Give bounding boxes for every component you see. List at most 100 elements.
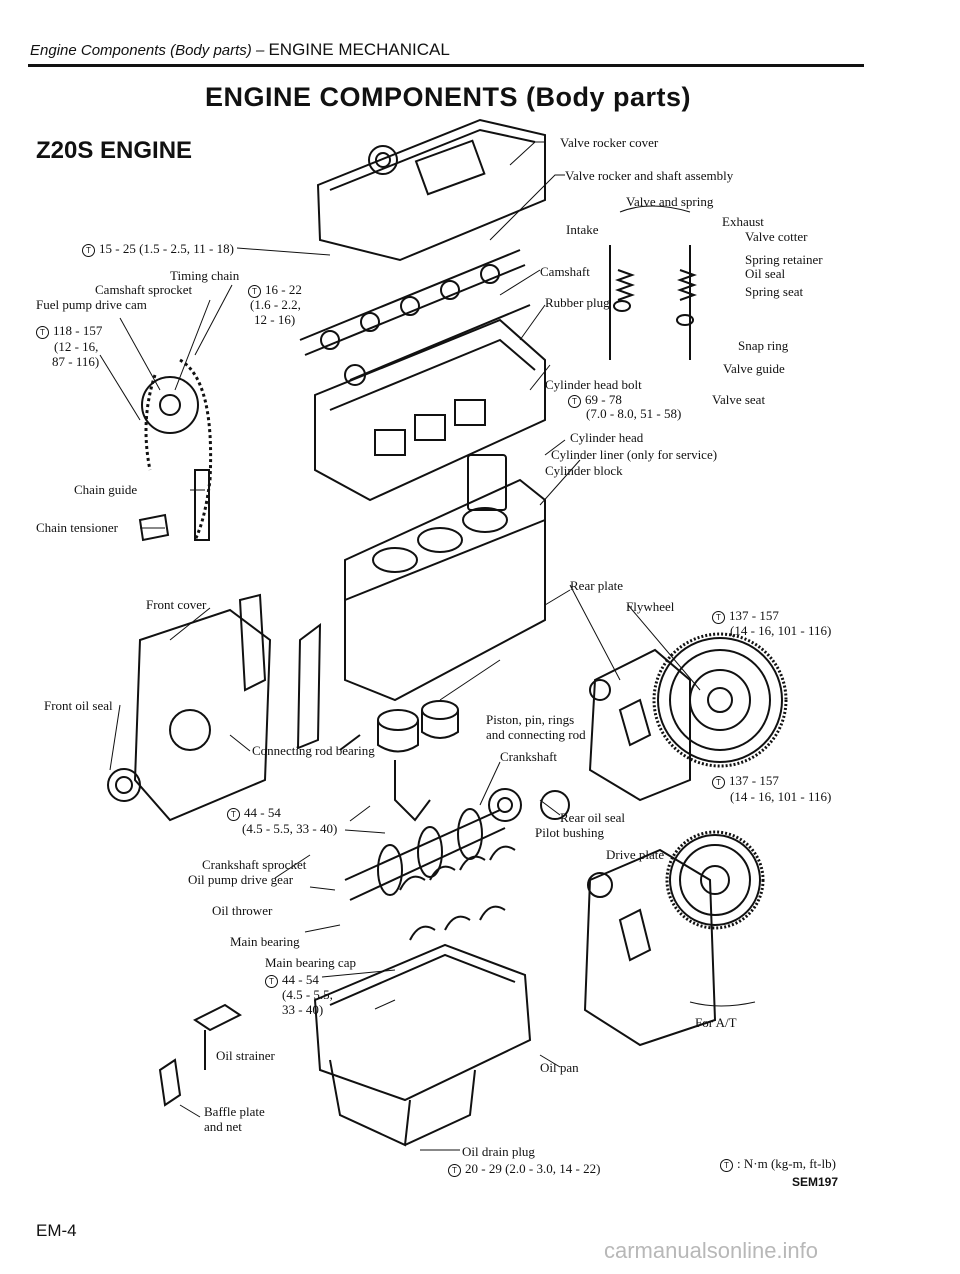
- torque-drive-plate-b: (14 - 16, 101 - 116): [730, 789, 832, 804]
- torque-legend: T: N·m (kg-m, ft-lb): [720, 1156, 836, 1172]
- torque-flywheel-b: (14 - 16, 101 - 116): [730, 623, 832, 638]
- label-snap-ring: Snap ring: [738, 338, 789, 353]
- label-fuel-pump-drive-cam: Fuel pump drive cam: [36, 297, 147, 312]
- label-oil-thrower: Oil thrower: [212, 903, 273, 918]
- rear-plate-drawing: [588, 648, 691, 802]
- label-cylinder-head: Cylinder head: [570, 430, 644, 445]
- figure-code: SEM197: [792, 1175, 839, 1189]
- torque-head-bolt-units: (7.0 - 8.0, 51 - 58): [586, 406, 682, 421]
- label-valve-guide: Valve guide: [723, 361, 785, 376]
- label-cylinder-block: Cylinder block: [545, 463, 623, 478]
- label-rear-oil-seal: Rear oil seal: [560, 810, 625, 825]
- header-rule: [28, 64, 864, 67]
- label-rear-plate: Rear plate: [570, 578, 624, 593]
- torque-icon: T: [36, 325, 49, 339]
- page-number: EM-4: [36, 1221, 77, 1240]
- label-valve-rocker-cover: Valve rocker cover: [560, 135, 659, 150]
- label-valve-cotter: Valve cotter: [745, 229, 808, 244]
- label-chain-guide: Chain guide: [74, 482, 138, 497]
- torque-main-cap-c: 33 - 40): [282, 1002, 324, 1017]
- label-valve-seat: Valve seat: [712, 392, 766, 407]
- page-header: Engine Components (Body parts) – ENGINE …: [30, 40, 450, 60]
- main-bearing-drawing: [399, 845, 516, 941]
- label-main-bearing-cap: Main bearing cap: [265, 955, 356, 970]
- label-camshaft-sprocket: Camshaft sprocket: [95, 282, 193, 297]
- cylinder-block-drawing: [344, 478, 546, 702]
- label-valve-and-spring: Valve and spring: [626, 194, 714, 209]
- oil-pan-drawing: [313, 943, 532, 1147]
- torque-icon: T: [448, 1163, 461, 1177]
- valve-rocker-cover-drawing: [316, 118, 546, 262]
- cylinder-head-drawing: [314, 318, 546, 502]
- label-baffle-1: Baffle plate: [204, 1104, 265, 1119]
- valve-spring-drawing: [609, 245, 697, 360]
- label-spring-retainer: Spring retainer: [745, 252, 823, 267]
- label-oil-pan: Oil pan: [540, 1060, 579, 1075]
- torque-cam-sprocket-b: (12 - 16,: [54, 339, 99, 354]
- label-connecting-rod-bearing: Connecting rod bearing: [252, 743, 375, 758]
- label-oil-strainer: Oil strainer: [216, 1048, 275, 1063]
- torque-icon: T: [712, 775, 725, 789]
- label-drive-plate: Drive plate: [606, 847, 665, 862]
- label-crankshaft-sprocket: Crankshaft sprocket: [202, 857, 307, 872]
- torque-rocker-shaft-c: 12 - 16): [254, 312, 296, 327]
- drive-plate-drawing: [583, 830, 765, 1047]
- watermark: carmanualsonline.info: [604, 1238, 819, 1263]
- rear-oil-seal-drawing: [540, 790, 570, 820]
- label-front-oil-seal: Front oil seal: [44, 698, 113, 713]
- torque-icon: T: [712, 610, 725, 624]
- torque-icon: T: [248, 284, 261, 298]
- header-chapter: ENGINE MECHANICAL: [268, 40, 450, 59]
- label-chain-tensioner: Chain tensioner: [36, 520, 118, 535]
- label-intake: Intake: [566, 222, 599, 237]
- flywheel-drawing: [652, 632, 788, 768]
- label-cylinder-liner: Cylinder liner (only for service): [551, 447, 718, 462]
- front-cover-drawing: [107, 593, 322, 822]
- label-main-bearing: Main bearing: [230, 934, 300, 949]
- label-pilot-bushing: Pilot bushing: [535, 825, 604, 840]
- header-section: Engine Components (Body parts) –: [30, 42, 269, 59]
- label-spring-seat: Spring seat: [745, 284, 804, 299]
- label-oil-pump-drive-gear: Oil pump drive gear: [188, 872, 294, 887]
- torque-rocker-shaft-b: (1.6 - 2.2,: [250, 297, 301, 312]
- label-camshaft: Camshaft: [540, 264, 590, 279]
- engine-label: Z20S ENGINE: [36, 137, 193, 164]
- piston-drawing: [339, 700, 459, 822]
- page-title: ENGINE COMPONENTS (Body parts): [205, 82, 692, 112]
- crankshaft-drawing: [344, 788, 522, 901]
- label-piston-1: Piston, pin, rings: [486, 712, 575, 727]
- label-for-at: For A/T: [695, 1015, 737, 1030]
- label-baffle-2: and net: [204, 1119, 242, 1134]
- torque-cam-sprocket-c: 87 - 116): [52, 354, 100, 369]
- torque-main-cap-b: (4.5 - 5.5,: [282, 987, 333, 1002]
- label-timing-chain: Timing chain: [170, 268, 240, 283]
- label-crankshaft: Crankshaft: [500, 749, 558, 764]
- label-oil-drain-plug: Oil drain plug: [462, 1144, 535, 1159]
- label-flywheel: Flywheel: [626, 599, 675, 614]
- cylinder-liner-drawing: [467, 454, 507, 511]
- torque-icon: T: [227, 807, 240, 821]
- torque-icon: T: [82, 243, 95, 257]
- torque-icon: T: [720, 1158, 733, 1172]
- oil-strainer-drawing: [158, 1003, 242, 1107]
- label-valve-rocker-shaft: Valve rocker and shaft assembly: [565, 168, 734, 183]
- label-oil-seal: Oil seal: [745, 266, 786, 281]
- timing-chain-drawing: [138, 358, 213, 542]
- label-rubber-plug: Rubber plug: [545, 295, 610, 310]
- label-piston-2: and connecting rod: [486, 727, 586, 742]
- label-cylinder-head-bolt: Cylinder head bolt: [545, 377, 642, 392]
- torque-conrod-b: (4.5 - 5.5, 33 - 40): [242, 821, 338, 836]
- label-front-cover: Front cover: [146, 597, 207, 612]
- label-exhaust: Exhaust: [722, 214, 764, 229]
- torque-icon: T: [568, 394, 581, 408]
